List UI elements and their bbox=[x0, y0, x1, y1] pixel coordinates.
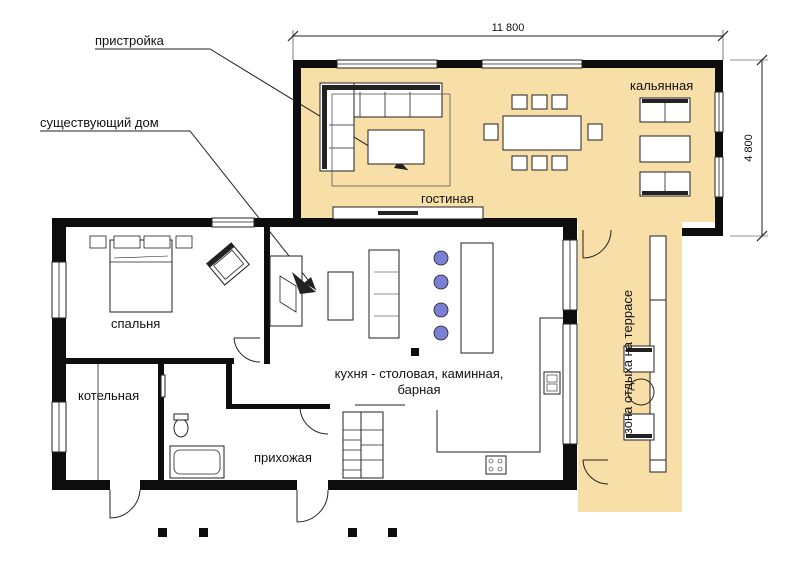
dimension-width: 11 800 bbox=[287, 22, 729, 60]
pillar bbox=[411, 348, 419, 356]
bar-stool bbox=[433, 325, 449, 341]
chair bbox=[551, 155, 568, 171]
chair bbox=[483, 123, 499, 141]
boiler-room-label: котельная bbox=[78, 388, 139, 403]
existing-house-leader-arrow bbox=[304, 277, 316, 290]
armchair bbox=[206, 242, 250, 286]
bed bbox=[109, 239, 173, 313]
chair bbox=[531, 155, 548, 171]
sink bbox=[543, 371, 561, 395]
hookah-table bbox=[639, 135, 691, 163]
dimension-depth: 4 800 bbox=[730, 54, 768, 242]
terrace-label: зона отдыха на террасе bbox=[620, 290, 635, 434]
wall bbox=[682, 228, 723, 236]
fireplace bbox=[269, 255, 303, 327]
hallway-label: прихожая bbox=[254, 450, 312, 465]
chair bbox=[587, 123, 603, 141]
kitchen-table bbox=[327, 271, 354, 321]
dimension-width-text: 11 800 bbox=[492, 22, 525, 34]
bar-counter bbox=[460, 242, 494, 354]
bar-stool bbox=[433, 274, 449, 290]
extension-label: пристройка bbox=[95, 33, 165, 48]
terrace-round-table bbox=[627, 378, 655, 406]
wall bbox=[293, 60, 301, 222]
wall bbox=[158, 364, 164, 480]
pillar bbox=[348, 528, 357, 537]
door bbox=[109, 229, 612, 523]
fireplace-arrow bbox=[292, 272, 316, 294]
chair bbox=[511, 94, 528, 110]
wall bbox=[264, 227, 270, 364]
wall bbox=[66, 358, 234, 364]
wall bbox=[328, 480, 576, 490]
window bbox=[211, 217, 255, 228]
pillar bbox=[158, 528, 167, 537]
living-room-label: гостиная bbox=[421, 191, 474, 206]
existing-house-label: существующий дом bbox=[40, 115, 159, 130]
kitchen-label-line1: кухня - столовая, каминная, bbox=[335, 366, 504, 381]
stove bbox=[485, 455, 507, 475]
bar-stool bbox=[433, 302, 449, 318]
bathtub bbox=[169, 445, 225, 479]
kitchen-label-line2: барная bbox=[397, 382, 440, 397]
bedroom-label: спальня bbox=[111, 316, 160, 331]
toilet bbox=[173, 418, 189, 438]
pillar bbox=[388, 528, 397, 537]
chair bbox=[551, 94, 568, 110]
coffee-table bbox=[367, 129, 425, 165]
dimension-depth-text: 4 800 bbox=[743, 134, 755, 162]
wall bbox=[226, 404, 330, 409]
chair bbox=[511, 155, 528, 171]
bar-stools bbox=[433, 250, 449, 341]
wall bbox=[52, 480, 110, 490]
wall bbox=[226, 364, 232, 404]
hookah-room-label: кальянная bbox=[630, 78, 693, 93]
rug bbox=[331, 93, 451, 187]
wall bbox=[715, 60, 723, 236]
dining-table bbox=[502, 115, 582, 151]
pillar bbox=[199, 528, 208, 537]
window bbox=[160, 374, 166, 398]
staircase bbox=[342, 404, 405, 479]
bar-stool bbox=[433, 250, 449, 266]
kitchen-counter bbox=[436, 317, 563, 453]
wall bbox=[52, 218, 572, 227]
wall bbox=[140, 480, 297, 490]
existing-house-leader bbox=[40, 130, 317, 291]
chair bbox=[531, 94, 548, 110]
